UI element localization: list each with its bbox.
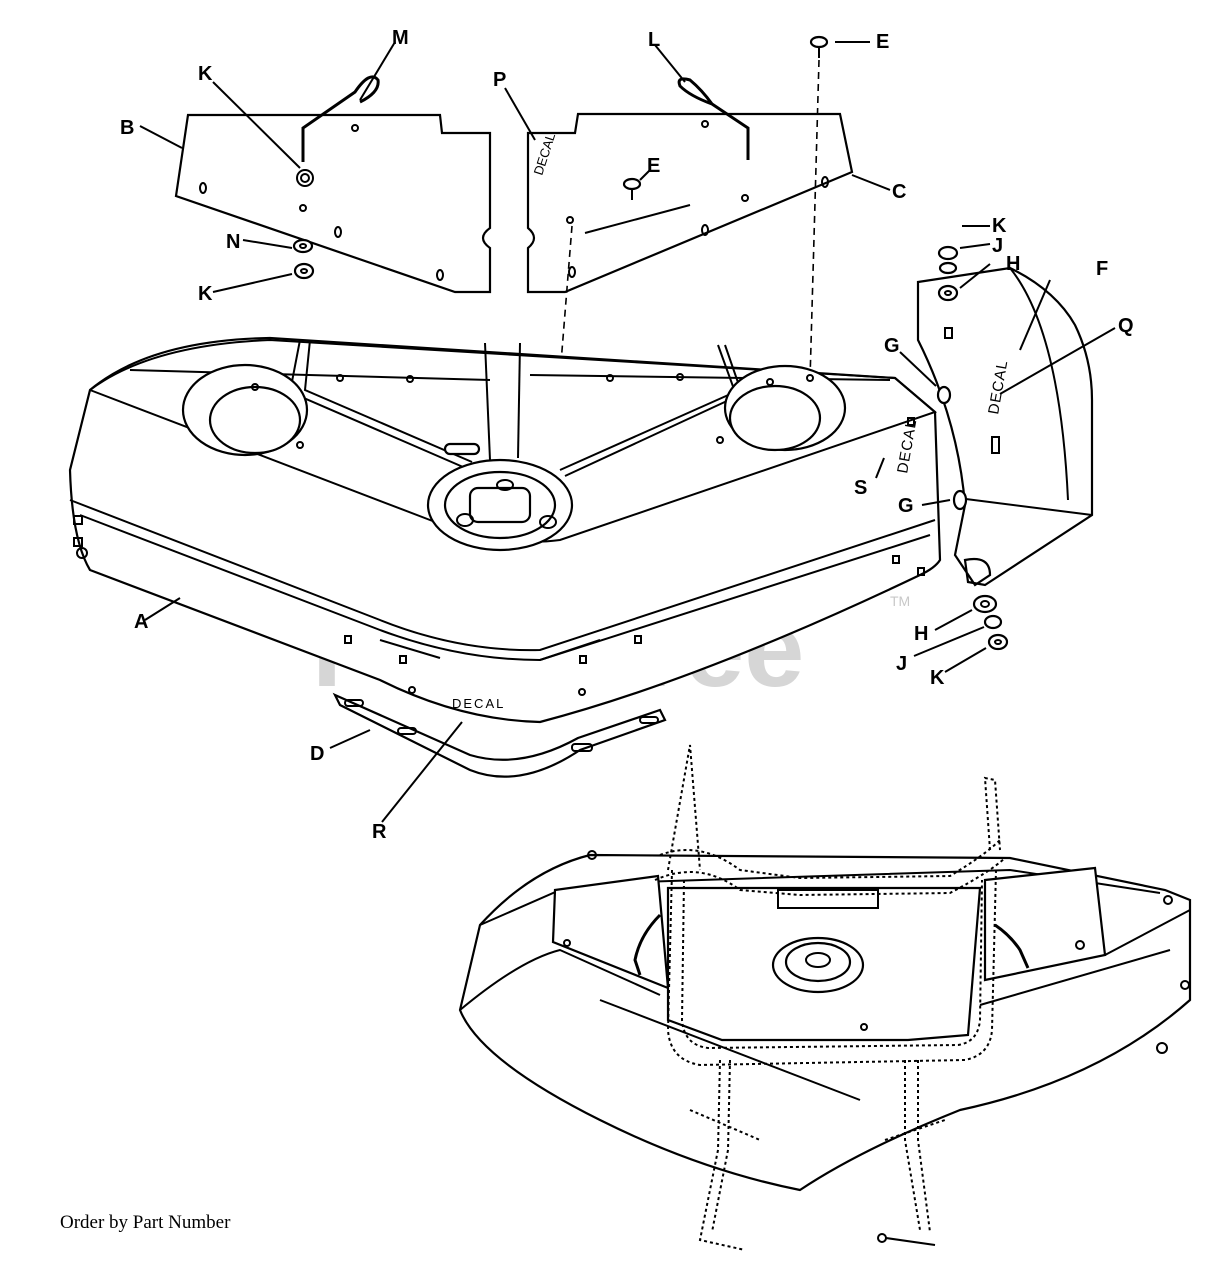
callout-k-chute: K [992, 215, 1007, 237]
callout-n: N [226, 231, 240, 253]
callout-h-top: H [1006, 253, 1020, 275]
assembled-deck-view [458, 850, 1192, 1192]
discharge-chute-f [916, 266, 1094, 587]
bolt-e-top [809, 35, 829, 58]
front-bumper-d [332, 692, 667, 778]
callout-m: M [392, 27, 409, 49]
callout-p: P [493, 69, 506, 91]
bolt-g-upper [936, 385, 952, 405]
belt-cover-right-c [526, 112, 854, 294]
callout-g-lower: G [898, 495, 914, 517]
mower-deck-housing-a [68, 336, 942, 724]
callout-b: B [120, 117, 134, 139]
callout-a: A [134, 611, 148, 633]
alignment-line-e-top [809, 59, 820, 381]
lockwasher-j-bottom [983, 614, 1003, 630]
washer-h-bottom [972, 594, 998, 614]
callout-g-upper: G [884, 335, 900, 357]
callout-j-top: J [992, 235, 1003, 257]
nut-k-bottom [293, 262, 315, 280]
lockwasher-j-chute-top [938, 261, 958, 275]
callout-q: Q [1118, 315, 1134, 337]
callout-h-bottom: H [914, 623, 928, 645]
callout-f: F [1096, 258, 1108, 280]
pin-m [301, 75, 380, 162]
leader-lines [139, 41, 1116, 823]
decal-label-front-bumper: DECAL [452, 696, 505, 711]
callout-c: C [892, 181, 906, 203]
washer-n [292, 238, 314, 254]
callout-j-bottom: J [896, 653, 907, 675]
bolt-e-plate [622, 177, 642, 200]
callout-e-top: E [876, 31, 889, 53]
hitch-frame-dashed [654, 744, 1006, 1251]
belt-cover-left-b [174, 113, 492, 294]
bolt-g-lower [952, 489, 968, 511]
watermark-trademark: TM [890, 593, 910, 609]
callout-e-plate: E [647, 155, 660, 177]
callout-s: S [854, 477, 867, 499]
pin-l [677, 77, 750, 160]
callout-k-bottom: K [930, 667, 945, 689]
callout-r: R [372, 821, 387, 843]
nut-k-chute-bottom [987, 633, 1009, 651]
footer-order-note: Order by Part Number [60, 1212, 231, 1233]
callout-l: L [648, 29, 660, 51]
nut-k-chute-top [937, 245, 959, 261]
callout-k-pin: K [198, 63, 213, 85]
callout-d: D [310, 743, 324, 765]
callout-k-washer: K [198, 283, 213, 305]
